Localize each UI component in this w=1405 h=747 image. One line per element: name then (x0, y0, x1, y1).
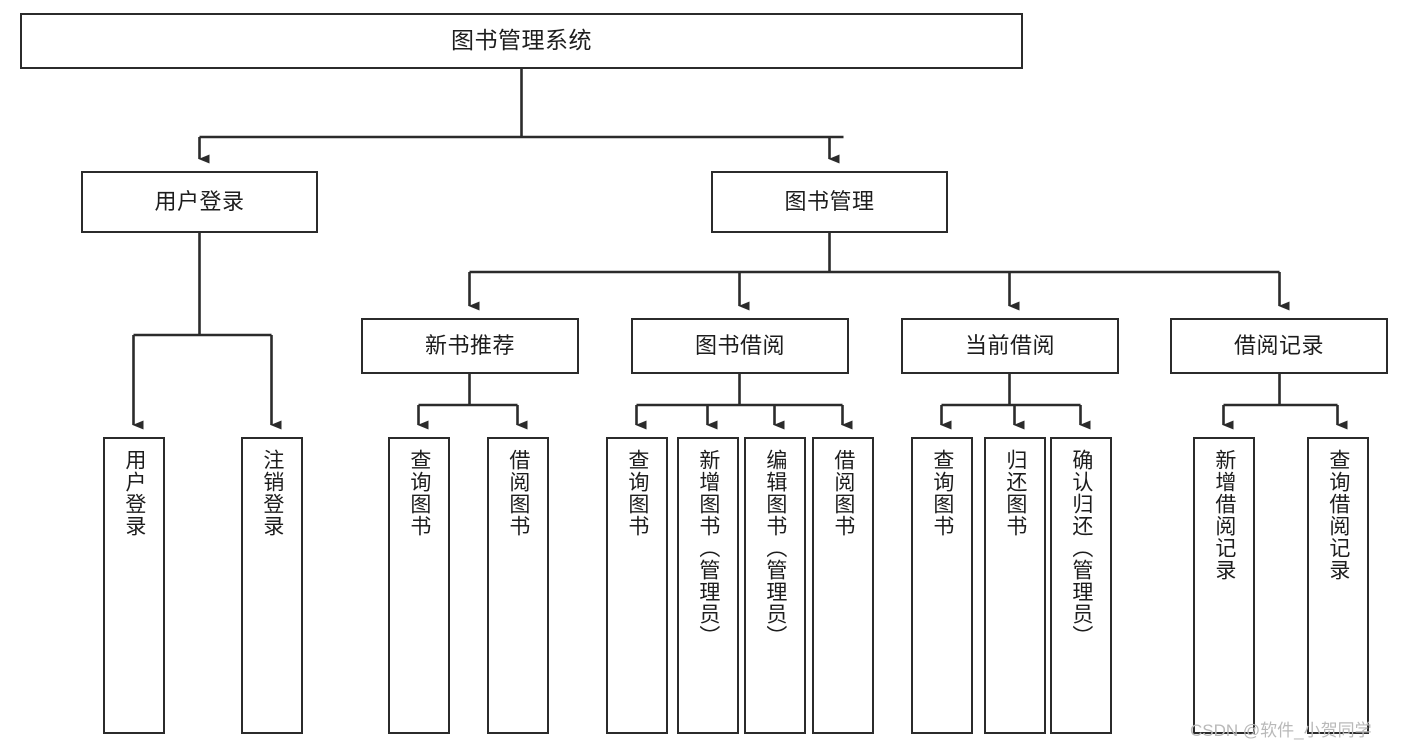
node-leaf-query-book-2-label: 查询图书 (625, 449, 649, 537)
node-leaf-borrow-book-2[interactable]: 借阅图书 (812, 437, 874, 734)
node-leaf-borrow-book-2-label: 借阅图书 (831, 449, 855, 537)
node-borrow-record[interactable]: 借阅记录 (1170, 318, 1388, 374)
csdn-watermark: CSDN @软件_小贺同学 (1190, 721, 1372, 740)
node-new-book-recommend-label: 新书推荐 (424, 333, 515, 359)
node-leaf-query-borrow-record[interactable]: 查询借阅记录 (1307, 437, 1369, 734)
node-leaf-add-book[interactable]: 新增图书（管理员） (677, 437, 739, 734)
node-book-management[interactable]: 图书管理 (711, 171, 948, 233)
node-leaf-edit-book-label: 编辑图书（管理员） (763, 449, 787, 647)
node-leaf-query-book-1-label: 查询图书 (407, 449, 431, 537)
node-root-label: 图书管理系统 (451, 27, 592, 54)
node-leaf-query-book-3[interactable]: 查询图书 (911, 437, 973, 734)
node-leaf-user-login-label: 用户登录 (122, 449, 146, 537)
node-leaf-query-book-2[interactable]: 查询图书 (606, 437, 668, 734)
node-user-login[interactable]: 用户登录 (81, 171, 318, 233)
node-leaf-edit-book[interactable]: 编辑图书（管理员） (744, 437, 806, 734)
node-leaf-user-login[interactable]: 用户登录 (103, 437, 165, 734)
node-leaf-borrow-book-1-label: 借阅图书 (506, 449, 530, 537)
node-leaf-return-book-label: 归还图书 (1003, 449, 1027, 537)
node-new-book-recommend[interactable]: 新书推荐 (361, 318, 579, 374)
node-leaf-return-book[interactable]: 归还图书 (984, 437, 1046, 734)
node-root[interactable]: 图书管理系统 (20, 13, 1023, 69)
node-leaf-user-logout-label: 注销登录 (260, 449, 284, 537)
node-leaf-query-book-3-label: 查询图书 (930, 449, 954, 537)
node-borrow-record-label: 借阅记录 (1233, 333, 1324, 359)
node-leaf-user-logout[interactable]: 注销登录 (241, 437, 303, 734)
node-leaf-add-book-label: 新增图书（管理员） (696, 449, 720, 647)
node-book-borrow[interactable]: 图书借阅 (631, 318, 849, 374)
node-user-login-label: 用户登录 (154, 189, 245, 215)
node-leaf-query-borrow-record-label: 查询借阅记录 (1326, 449, 1350, 581)
node-book-borrow-label: 图书借阅 (694, 333, 785, 359)
node-book-management-label: 图书管理 (784, 189, 875, 215)
node-leaf-add-borrow-record[interactable]: 新增借阅记录 (1193, 437, 1255, 734)
node-leaf-confirm-return[interactable]: 确认归还（管理员） (1050, 437, 1112, 734)
node-current-borrow-label: 当前借阅 (964, 333, 1055, 359)
node-leaf-borrow-book-1[interactable]: 借阅图书 (487, 437, 549, 734)
node-leaf-confirm-return-label: 确认归还（管理员） (1069, 449, 1093, 647)
node-leaf-query-book-1[interactable]: 查询图书 (388, 437, 450, 734)
node-leaf-add-borrow-record-label: 新增借阅记录 (1212, 449, 1236, 581)
node-current-borrow[interactable]: 当前借阅 (901, 318, 1119, 374)
